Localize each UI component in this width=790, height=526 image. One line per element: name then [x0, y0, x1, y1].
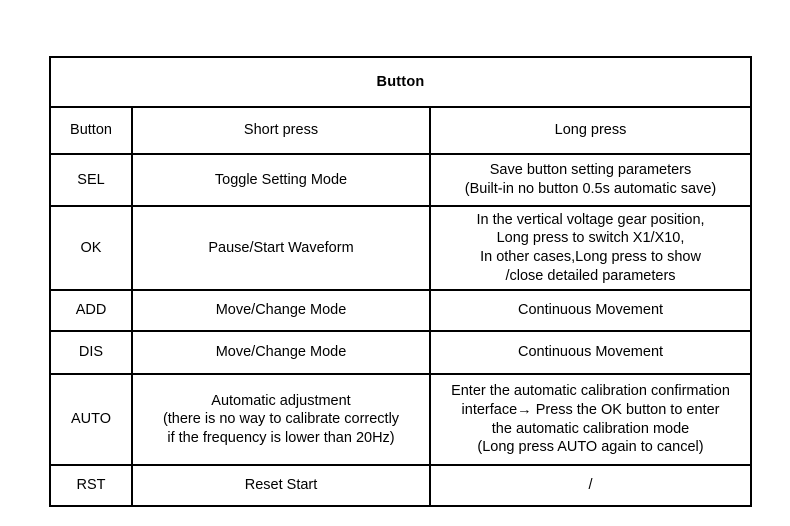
text-line: Continuous Movement — [517, 302, 664, 319]
table-header-row: Button Short press Long press — [49, 106, 753, 155]
row-key-ok: OK — [49, 205, 133, 291]
cell-auto-short: Automatic adjustment (there is no way to… — [131, 373, 431, 466]
cell-ok-short: Pause/Start Waveform — [131, 205, 431, 291]
text-line: Move/Change Mode — [215, 344, 347, 361]
text-line: (Built-in no button 0.5s automatic save) — [464, 181, 717, 197]
table-row: SEL Toggle Setting Mode Save button sett… — [49, 153, 753, 207]
text-line: Reset Start — [244, 477, 318, 494]
text-line: (there is no way to calibrate correctly — [162, 411, 400, 428]
text-line: Move/Change Mode — [215, 302, 347, 319]
text-line: /close detailed parameters — [505, 267, 676, 284]
column-header-long-press: Long press — [428, 106, 753, 155]
cell-ok-long: In the vertical voltage gear position, L… — [428, 205, 753, 291]
table-row: ADD Move/Change Mode Continuous Movement — [49, 289, 753, 332]
row-key-add: ADD — [49, 289, 133, 332]
text-line: Continuous Movement — [517, 344, 664, 361]
table-row: DIS Move/Change Mode Continuous Movement — [49, 330, 753, 375]
table-row: RST Reset Start / — [49, 464, 753, 507]
text-line: Enter the automatic calibration confirma… — [451, 383, 730, 400]
row-key-rst: RST — [49, 464, 133, 507]
row-key-auto: AUTO — [49, 373, 133, 466]
cell-sel-long: Save button setting parameters (Built-in… — [428, 153, 753, 207]
text-line: Pause/Start Waveform — [208, 239, 354, 256]
cell-dis-long: Continuous Movement — [428, 330, 753, 375]
column-header-button: Button — [49, 106, 133, 155]
row-key-sel: SEL — [49, 153, 133, 207]
table-row: AUTO Automatic adjustment (there is no w… — [49, 373, 753, 466]
button-reference-table: Button Button Short press Long press SEL… — [48, 56, 753, 507]
table-title-row: Button — [48, 56, 753, 108]
text-line: if the frequency is lower than 20Hz) — [167, 429, 395, 446]
text-line: / — [588, 477, 593, 494]
text-line: the automatic calibration mode — [491, 420, 690, 437]
text-line: Long press to switch X1/X10, — [496, 230, 685, 247]
text-line: Automatic adjustment — [211, 392, 351, 409]
text-line: In the vertical voltage gear position, — [476, 211, 705, 228]
column-header-short-press: Short press — [131, 106, 431, 155]
table-title: Button — [48, 56, 753, 108]
text-line: interface→ Press the OK button to enter — [461, 401, 720, 418]
text-line: In other cases,Long press to show — [480, 249, 701, 265]
text-line: Toggle Setting Mode — [214, 171, 348, 188]
cell-auto-long: Enter the automatic calibration confirma… — [428, 373, 753, 466]
cell-dis-short: Move/Change Mode — [131, 330, 431, 375]
cell-add-short: Move/Change Mode — [131, 289, 431, 332]
text-line: Save button setting parameters — [489, 162, 692, 179]
cell-rst-long: / — [428, 464, 753, 507]
cell-add-long: Continuous Movement — [428, 289, 753, 332]
cell-rst-short: Reset Start — [131, 464, 431, 507]
cell-sel-short: Toggle Setting Mode — [131, 153, 431, 207]
text-line: (Long press AUTO again to cancel) — [477, 439, 704, 456]
row-key-dis: DIS — [49, 330, 133, 375]
table-row: OK Pause/Start Waveform In the vertical … — [49, 205, 753, 291]
